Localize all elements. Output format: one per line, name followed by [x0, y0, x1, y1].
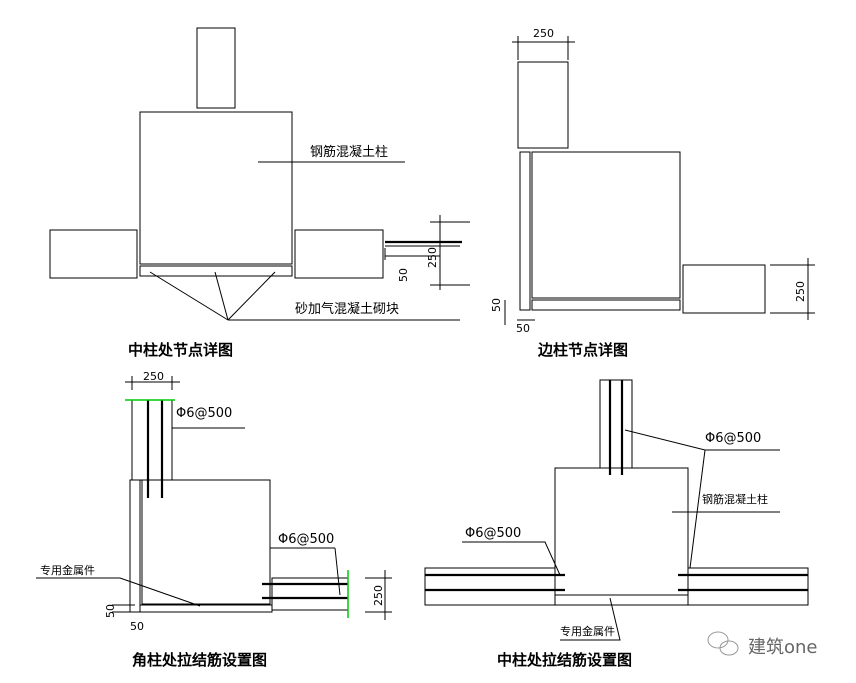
masonry-wall-top [131, 399, 173, 481]
column-label: 钢筋混凝土柱 [310, 144, 388, 160]
concrete-column [139, 111, 293, 265]
dim-250-right: 250 [372, 585, 385, 606]
panel-edge-column-detail: 250 250 50 50 边柱节点详图 [490, 27, 815, 359]
watermark: 建筑one [707, 631, 818, 658]
masonry-wall-right [687, 567, 809, 606]
watermark-text: 建筑one [748, 637, 818, 658]
panel-title: 边柱节点详图 [537, 341, 628, 359]
masonry-wall-top [517, 61, 569, 149]
metal-part-label: 专用金属件 [560, 624, 615, 638]
dim-250-top: 250 [143, 370, 164, 383]
concrete-column [141, 479, 271, 605]
masonry-wall-right [271, 577, 349, 611]
masonry-wall-right [682, 264, 766, 314]
dim-50-h: 50 [516, 322, 530, 335]
dim-250: 250 [426, 247, 439, 268]
masonry-wall-right [294, 229, 384, 279]
panel-corner-column-rebar: 250 Φ6@500 Φ6@500 专用金属件 250 50 50 角柱处拉结筋… [36, 370, 392, 669]
masonry-wall-top [196, 27, 236, 109]
column-label: 钢筋混凝土柱 [702, 492, 768, 506]
block-label: 砂加气混凝土砌块 [295, 301, 399, 317]
filler-strip-bottom [139, 604, 273, 613]
dim-50: 50 [397, 268, 410, 282]
dim-50-h: 50 [130, 620, 144, 633]
masonry-wall-top [599, 379, 633, 469]
masonry-wall-left [49, 229, 138, 279]
panel-title: 中柱处拉结筋设置图 [497, 651, 632, 669]
panel-title: 角柱处拉结筋设置图 [132, 651, 267, 669]
wechat-icon [707, 631, 739, 656]
dim-50-v: 50 [104, 604, 117, 618]
masonry-wall-left [424, 567, 556, 606]
rebar-label-left: Φ6@500 [465, 526, 521, 541]
filler-strip-left [129, 479, 141, 613]
concrete-column [531, 151, 681, 299]
filler-strip-bottom [531, 299, 681, 311]
filler-strip-left [519, 151, 531, 311]
rebar-label-top: Φ6@500 [176, 406, 232, 421]
panel-center-column-detail: 钢筋混凝土柱 砂加气混凝土砌块 250 50 中柱处节点详图 [49, 27, 470, 359]
metal-part-label: 专用金属件 [40, 563, 95, 577]
dim-250-top: 250 [533, 27, 554, 40]
panel-title: 中柱处节点详图 [128, 341, 233, 359]
rebar-label-top: Φ6@500 [705, 431, 761, 446]
concrete-column [554, 467, 689, 596]
dim-250-right: 250 [794, 281, 807, 302]
filler-strip-bottom [554, 594, 689, 606]
panel-center-column-rebar: Φ6@500 钢筋混凝土柱 Φ6@500 专用金属件 中柱处拉结筋设置图 [424, 379, 809, 669]
dim-50-v: 50 [490, 298, 503, 312]
rebar-label-right: Φ6@500 [278, 532, 334, 547]
